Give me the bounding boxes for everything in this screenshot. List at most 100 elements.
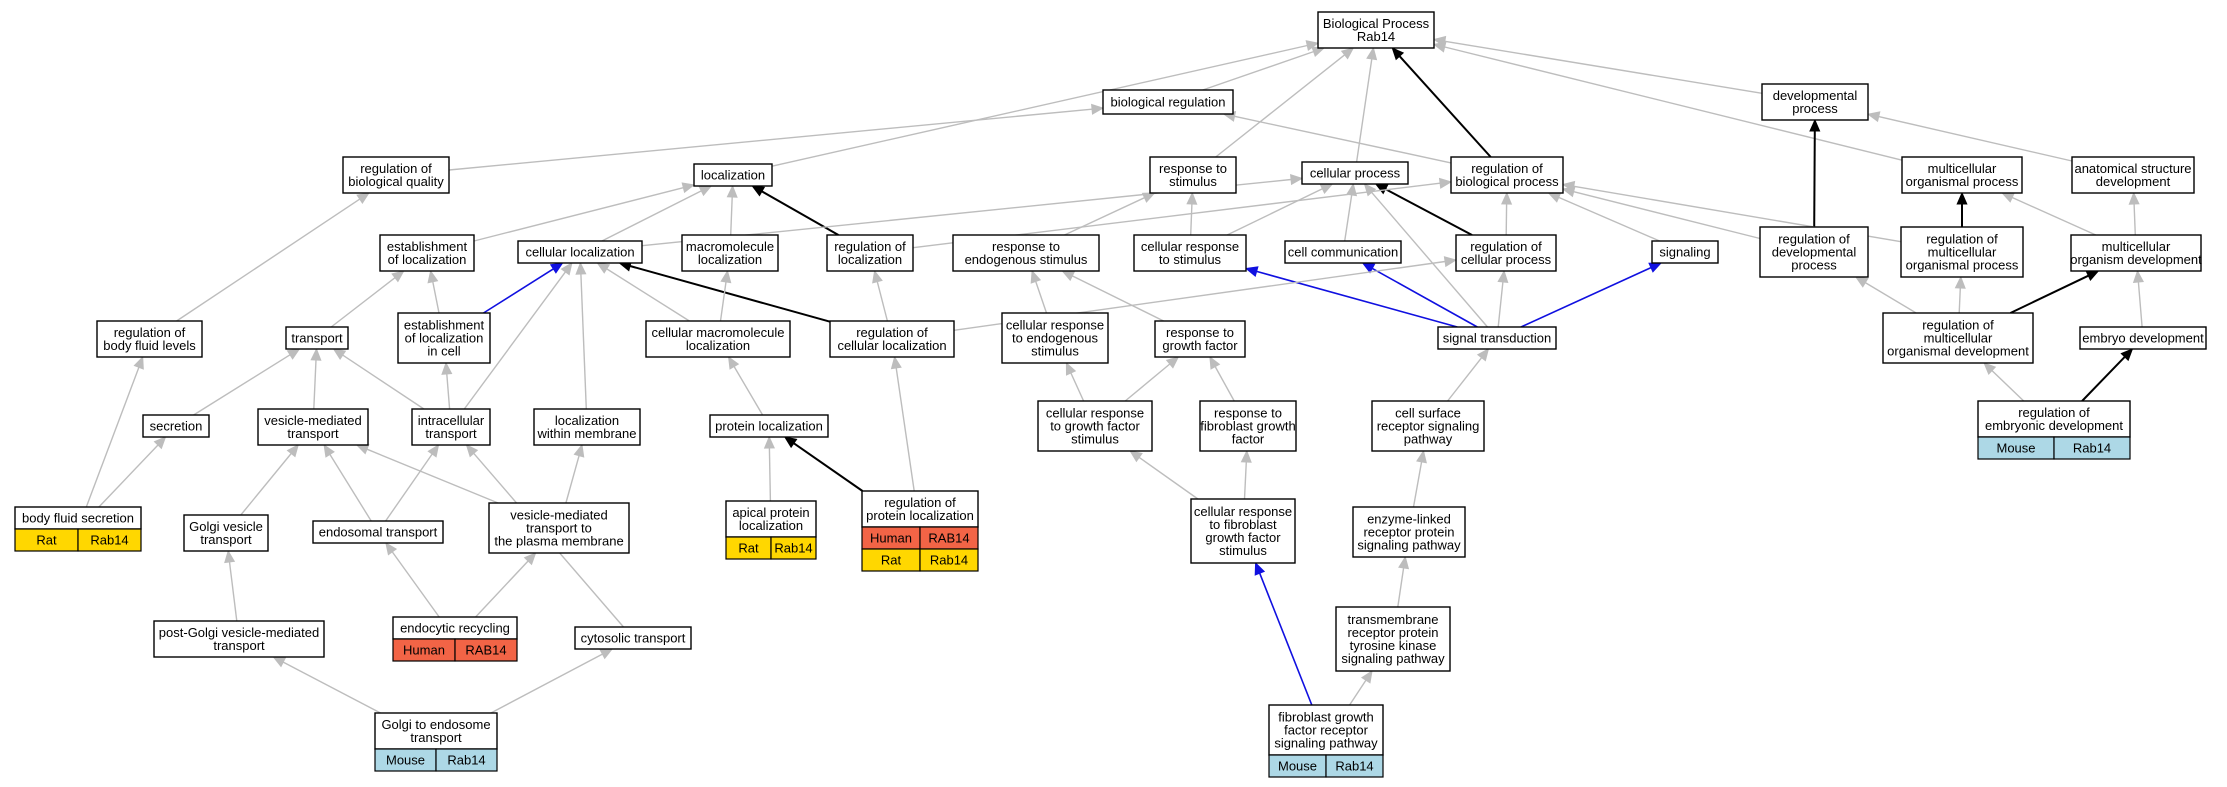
go-term-node-embryodev[interactable]: embryo development [2079,326,2207,350]
go-term-box [1133,234,1247,272]
go-term-node-endotrans[interactable]: endosomal transport [312,520,444,544]
edge-regprotloc-to-regcellloc [890,355,915,492]
go-term-node-transport[interactable]: transport [285,326,349,350]
edge-line [1573,191,1761,240]
edge-line [1520,266,1652,328]
arrowhead [391,270,405,283]
edge-intracell-to-estloccell [441,361,453,410]
go-term-label: of localization [388,252,467,267]
go-term-box [829,320,955,358]
go-term-label: Golgi vesicle [189,519,263,534]
arrowhead [720,269,732,284]
edge-line [565,455,580,504]
go-term-label: process [1791,258,1837,273]
edge-intracell-to-transport [332,348,425,410]
go-term-box [709,414,829,438]
edge-regbioproc-to-bioreg [1222,110,1452,164]
go-term-node-cytosolic[interactable]: cytosolic transport [574,626,692,650]
go-term-box [96,320,203,358]
gene-cell [1325,754,1384,778]
go-term-node-protloc[interactable]: protein localization [709,414,829,438]
edge-line [1258,572,1313,706]
edge-line [1497,281,1504,328]
arrowhead [441,361,453,375]
go-term-node-cellloc[interactable]: cellular localization [517,240,643,264]
go-term-label: pathway [1404,432,1453,447]
go-term-label: receptor protein [1347,625,1438,640]
edge-line [475,560,529,618]
go-term-node-sigtrans[interactable]: signal transduction [1437,326,1557,350]
go-term-label: cellular response [1006,318,1104,333]
go-term-node-cellcomm[interactable]: cell communication [1284,240,1402,264]
go-term-label: establishment [404,318,485,333]
go-term-box [1901,156,2023,194]
edge-line [366,448,499,504]
edge-line [1035,281,1048,314]
go-term-node-secretion[interactable]: secretion [142,414,210,438]
arrowhead [1398,555,1410,570]
go-term-label: response to [1214,406,1282,421]
go-term-node-localization[interactable]: localization [693,163,773,187]
go-term-box [861,490,979,528]
go-term-label: cellular response [1194,504,1292,519]
edge-secretion-to-transport [193,348,301,416]
gene-name: Rab14 [1335,759,1373,774]
arrowhead [1244,266,1259,277]
arrowhead [272,656,287,668]
go-term-label: enzyme-linked [1367,512,1451,527]
go-term-node-cellproc[interactable]: cellular process [1301,161,1409,185]
arrowhead [1809,118,1821,132]
go-term-label: stimulus [1031,344,1079,359]
go-term-label: embryonic development [1985,418,2123,433]
edge-line [1864,281,1917,314]
go-term-label: cell surface [1395,406,1461,421]
edge-line [580,273,587,410]
go-term-label: receptor signaling [1377,419,1480,434]
go-term-label: protein localization [715,419,823,434]
go-term-node-bioreg[interactable]: biological regulation [1102,89,1234,115]
go-term-node-signaling[interactable]: signaling [1651,240,1719,264]
